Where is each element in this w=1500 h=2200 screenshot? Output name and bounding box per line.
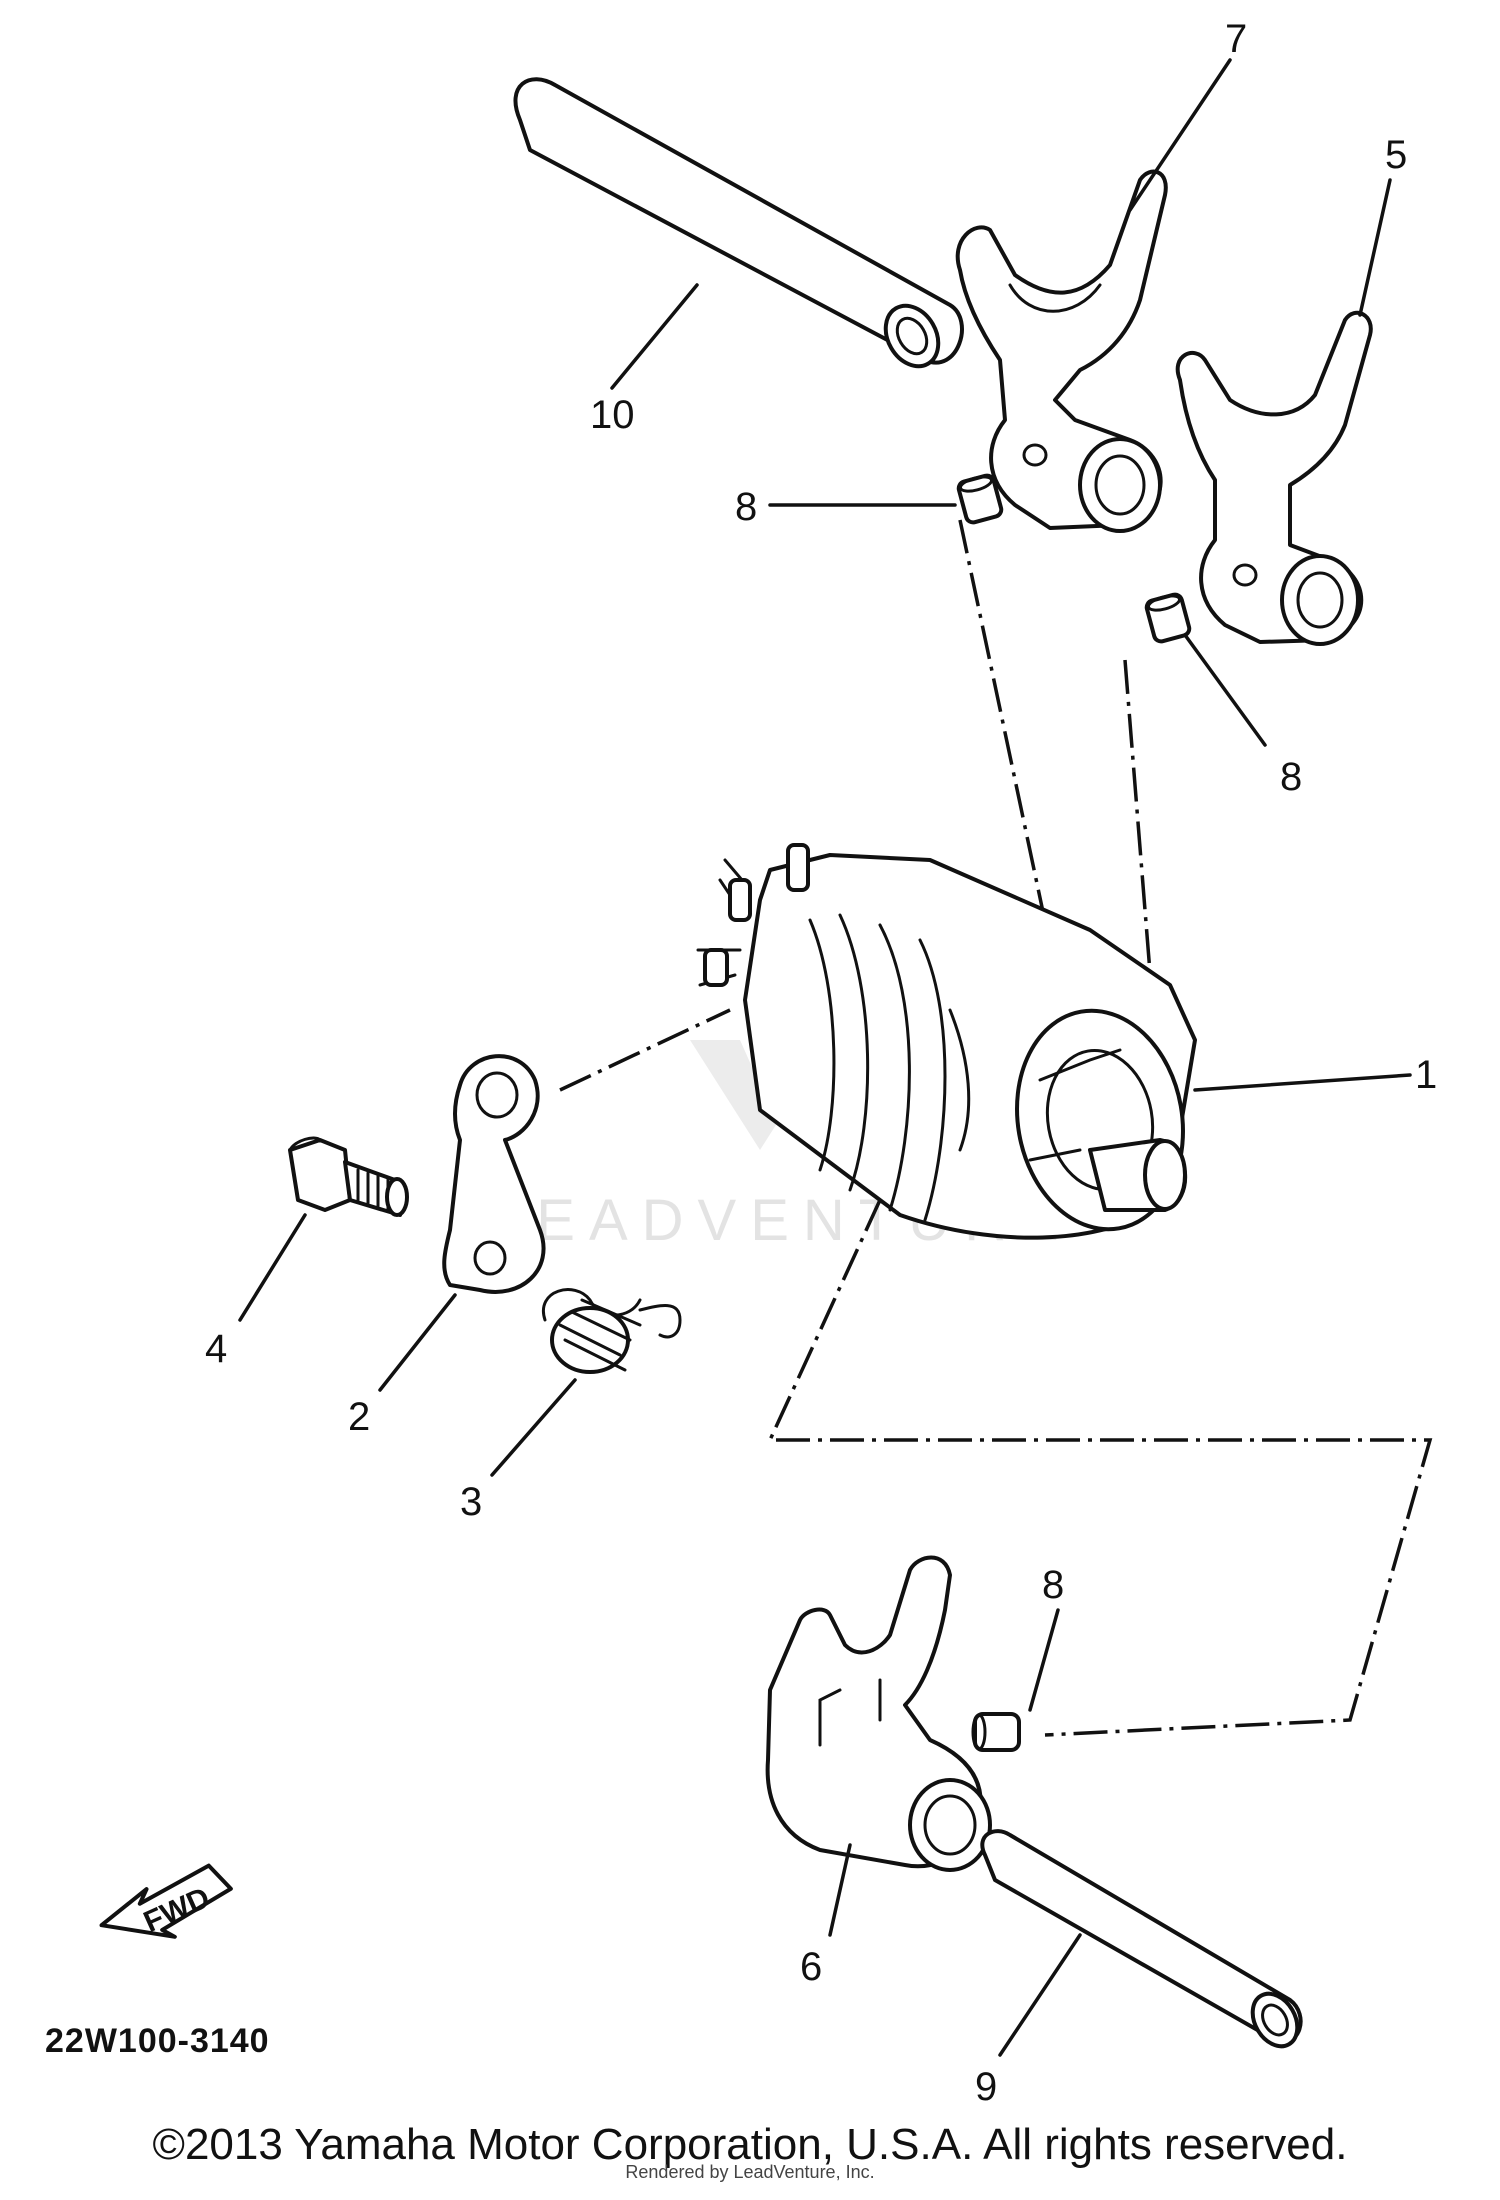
shift-fork-7	[955, 169, 1168, 533]
callout-bolt: 4	[205, 1327, 227, 1371]
copyright-notice: ©2013 Yamaha Motor Corporation, U.S.A. A…	[152, 2120, 1348, 2169]
drawing-code: 22W100-3140	[45, 2022, 270, 2060]
stopper-plate	[442, 1054, 546, 1294]
callout-numbers: 1 2 3 4 5 6 7 8 8 8 9 10	[205, 17, 1437, 2109]
callout-shaft-upper: 10	[590, 393, 635, 437]
callout-guide-pin-upper: 8	[735, 485, 757, 529]
torsion-spring	[541, 1288, 682, 1374]
leader-lines	[238, 58, 1412, 2057]
shift-fork-shaft-lower	[980, 1829, 1303, 2049]
callout-shift-fork-5: 5	[1385, 133, 1407, 177]
guide-pin-lower	[971, 1712, 1021, 1752]
callout-shift-drum: 1	[1415, 1053, 1437, 1097]
callout-guide-pin-right: 8	[1280, 755, 1302, 799]
shift-fork-6	[765, 1555, 992, 1872]
callout-guide-pin-lower: 8	[1042, 1563, 1064, 1607]
guide-pin-right	[1144, 592, 1192, 644]
bolt	[288, 1136, 409, 1217]
shift-drum	[696, 843, 1197, 1240]
callout-stopper-plate: 2	[348, 1395, 370, 1439]
guide-pin-upper	[956, 473, 1004, 525]
shift-fork-5	[1175, 310, 1373, 646]
shift-fork-shaft-upper	[513, 77, 964, 369]
callout-shift-fork-6: 6	[800, 1945, 822, 1989]
rendered-by-notice: Rendered by LeadVenture, Inc.	[625, 2162, 875, 2182]
callout-shaft-lower: 9	[975, 2065, 997, 2109]
callout-torsion-spring: 3	[460, 1480, 482, 1524]
callout-shift-fork-7: 7	[1225, 17, 1247, 61]
forward-direction-arrow: FWD	[99, 1863, 233, 1939]
